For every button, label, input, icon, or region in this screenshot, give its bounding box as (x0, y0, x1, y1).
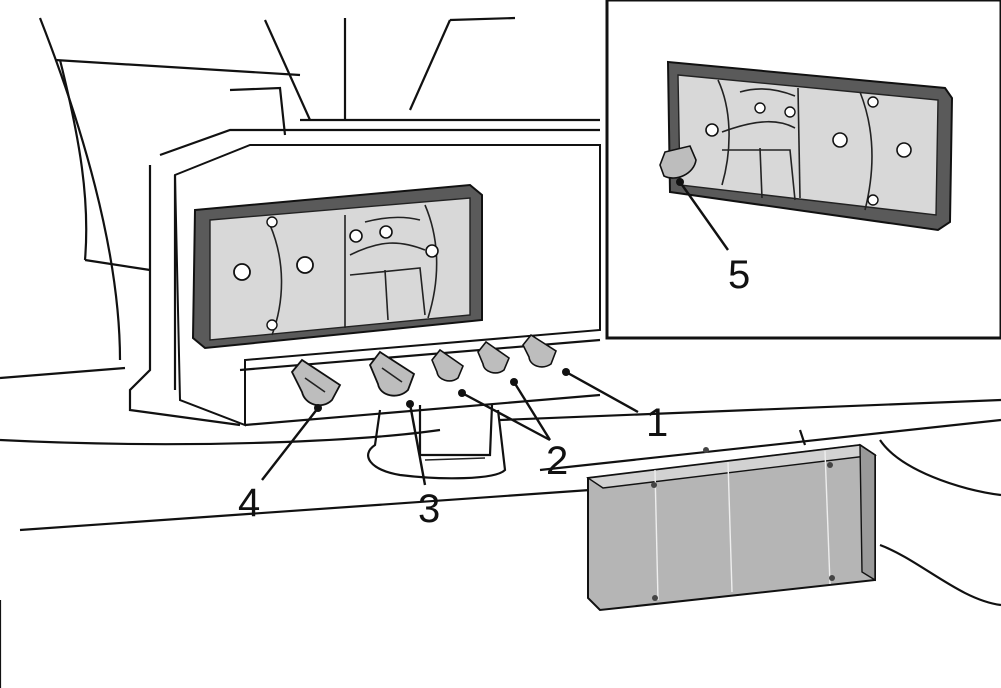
bulb-2-left (431, 348, 464, 382)
callout-4: 4 (238, 481, 260, 525)
tail-lamp-unit (191, 183, 483, 350)
bulb-5 (659, 145, 697, 179)
bulb-2-right (477, 340, 510, 374)
callout-2: 2 (546, 439, 568, 483)
bulb-3 (368, 350, 416, 397)
callout-leaders (261, 178, 729, 486)
bulb-1 (522, 333, 557, 368)
callout-1: 1 (646, 401, 668, 445)
callout-3: 3 (418, 487, 440, 531)
inset-detail-frame (605, 0, 1001, 340)
bulb-4 (290, 358, 342, 407)
callout-5: 5 (728, 253, 750, 297)
license-plate-cover (586, 443, 877, 612)
mounting-bracket (367, 404, 507, 480)
vehicle-body-outline (0, 16, 1001, 688)
